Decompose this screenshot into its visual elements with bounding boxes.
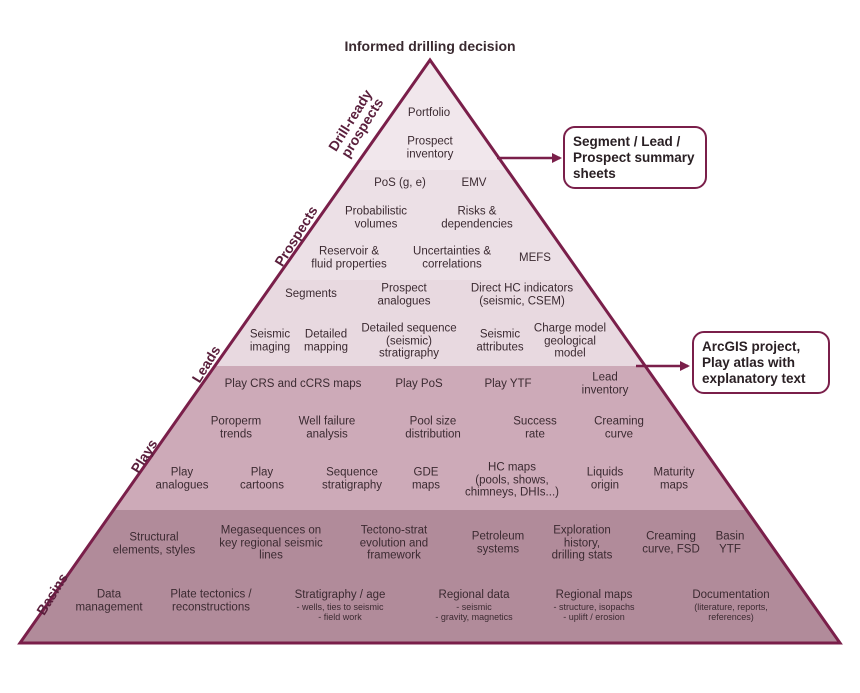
item-data-management: Data management [75,588,143,614]
item-hc-maps: HC maps (pools, shows, chimneys, DHIs...… [465,461,559,499]
item-risks-dependencies: Risks & dependencies [441,205,513,231]
item-megasequences: Megasequences on key regional seismic li… [219,524,323,562]
item-play-analogues: Play analogues [155,466,209,492]
item-stratigraphy-age: Stratigraphy / age [294,588,386,601]
item-play-cartoons: Play cartoons [239,466,285,492]
item-charge-model: Charge model geological model [533,322,607,360]
diagram-title: Informed drilling decision [344,38,516,54]
item-reservoir-fluid: Reservoir & fluid properties [311,245,387,271]
item-play-pos: Play PoS [395,377,443,390]
item-success-rate: Success rate [513,415,557,441]
item-prospect-inventory: Prospect inventory [406,135,454,161]
item-maturity-maps: Maturity maps [653,466,695,492]
item-uncertainties: Uncertainties & correlations [413,245,491,271]
item-petroleum-systems: Petroleum systems [471,530,525,556]
item-well-failure: Well failure analysis [298,415,356,441]
item-mefs: MEFS [519,251,551,264]
item-structural: Structural elements, styles [112,531,196,557]
item-emv: EMV [461,176,487,189]
basins-band [20,510,840,643]
item-detailed-sequence: Detailed sequence (seismic) stratigraphy [361,322,457,360]
item-documentation: Documentation [692,588,770,601]
item-poroperm: Poroperm trends [210,415,262,441]
item-liquids-origin: Liquids origin [586,466,624,492]
item-lead-inventory: Lead inventory [581,371,629,397]
item-seismic-attributes: Seismic attributes [476,328,524,354]
item-direct-hc: Direct HC indicators (seismic, CSEM) [470,282,574,308]
item-detailed-mapping: Detailed mapping [303,328,349,354]
item-basin-ytf: Basin YTF [715,530,745,556]
item-documentation-sub: (literature, reports, references) [694,602,768,622]
item-plate-tectonics: Plate tectonics / reconstructions [170,588,252,614]
item-regional-maps: Regional maps [555,588,633,601]
item-regional-data: Regional data [438,588,510,601]
item-portfolio: Portfolio [407,106,451,119]
item-play-ytf: Play YTF [484,377,532,390]
arcgis-callout: ArcGIS project, Play atlas with explanat… [692,331,830,394]
item-stratigraphy-age-sub: - wells, ties to seismic - field work [296,602,384,622]
item-segments: Segments [285,287,337,300]
item-pool-size: Pool size distribution [405,415,461,441]
item-pos: PoS (g, e) [374,176,426,189]
summary-sheets-callout: Segment / Lead / Prospect summary sheets [563,126,707,189]
item-seismic-imaging: Seismic imaging [249,328,291,354]
item-creaming-curve: Creaming curve [594,415,644,441]
pyramid-outline [17,57,843,645]
item-regional-data-sub: - seismic - gravity, magnetics [435,602,513,622]
item-creaming-fsd: Creaming curve, FSD [642,530,700,556]
item-regional-maps-sub: - structure, isopachs - uplift / erosion [553,602,635,622]
item-probabilistic-volumes: Probabilistic volumes [345,205,407,231]
item-prospect-analogues: Prospect analogues [377,282,431,308]
item-exploration-history: Exploration history, drilling stats [551,524,613,562]
item-sequence-strat: Sequence stratigraphy [321,466,383,492]
item-gde-maps: GDE maps [411,466,441,492]
item-play-crs: Play CRS and cCRS maps [224,377,362,390]
item-tectono-strat: Tectono-strat evolution and framework [359,524,429,562]
